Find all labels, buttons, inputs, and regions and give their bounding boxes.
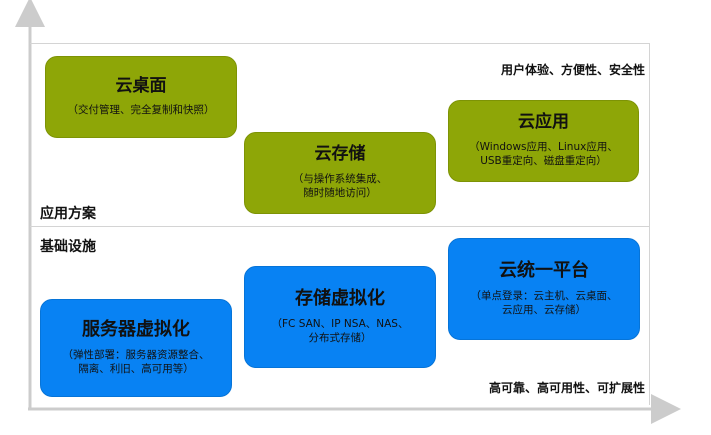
top-right-note: 用户体验、方便性、安全性 xyxy=(500,63,645,77)
bottom-right-note: 高可靠、高可用性、可扩展性 xyxy=(488,381,645,395)
unified-cloud-platform-subtitle: （单点登录：云主机、云桌面、 云应用、云存储） xyxy=(470,289,618,316)
cloud-desktop-subtitle: （交付管理、完全复制和快照） xyxy=(67,104,215,117)
cloud-application-subtitle: （Windows应用、Linux应用、 USB重定向、磁盘重定向） xyxy=(469,141,618,168)
server-virtualization-subtitle: （弹性部署：服务器资源整合、 隔离、利旧、高可用等） xyxy=(62,348,210,375)
cloud-storage-title: 云存储 xyxy=(314,144,366,165)
cloud-storage-subtitle: （与操作系统集成、 随时随地访问） xyxy=(292,173,388,200)
storage-virtualization-box: 存储虚拟化 （FC SAN、IP NSA、NAS、 分布式存储） xyxy=(244,266,436,368)
diagram-frame xyxy=(30,43,650,405)
cloud-desktop-box: 云桌面 （交付管理、完全复制和快照） xyxy=(45,56,237,138)
unified-cloud-platform-box: 云统一平台 （单点登录：云主机、云桌面、 云应用、云存储） xyxy=(448,238,640,340)
server-virtualization-box: 服务器虚拟化 （弹性部署：服务器资源整合、 隔离、利旧、高可用等） xyxy=(40,299,232,397)
cloud-application-title: 云应用 xyxy=(518,112,569,133)
storage-virtualization-subtitle: （FC SAN、IP NSA、NAS、 分布式存储） xyxy=(271,317,409,344)
cloud-desktop-title: 云桌面 xyxy=(115,75,167,96)
server-virtualization-title: 服务器虚拟化 xyxy=(82,318,190,340)
storage-virtualization-title: 存储虚拟化 xyxy=(295,287,385,309)
unified-cloud-platform-title: 云统一平台 xyxy=(499,259,589,281)
cloud-application-box: 云应用 （Windows应用、Linux应用、 USB重定向、磁盘重定向） xyxy=(448,100,639,182)
infrastructure-label: 基础设施 xyxy=(40,239,96,255)
application-solution-label: 应用方案 xyxy=(40,206,96,222)
cloud-storage-box: 云存储 （与操作系统集成、 随时随地访问） xyxy=(244,132,436,214)
section-divider xyxy=(30,226,650,227)
